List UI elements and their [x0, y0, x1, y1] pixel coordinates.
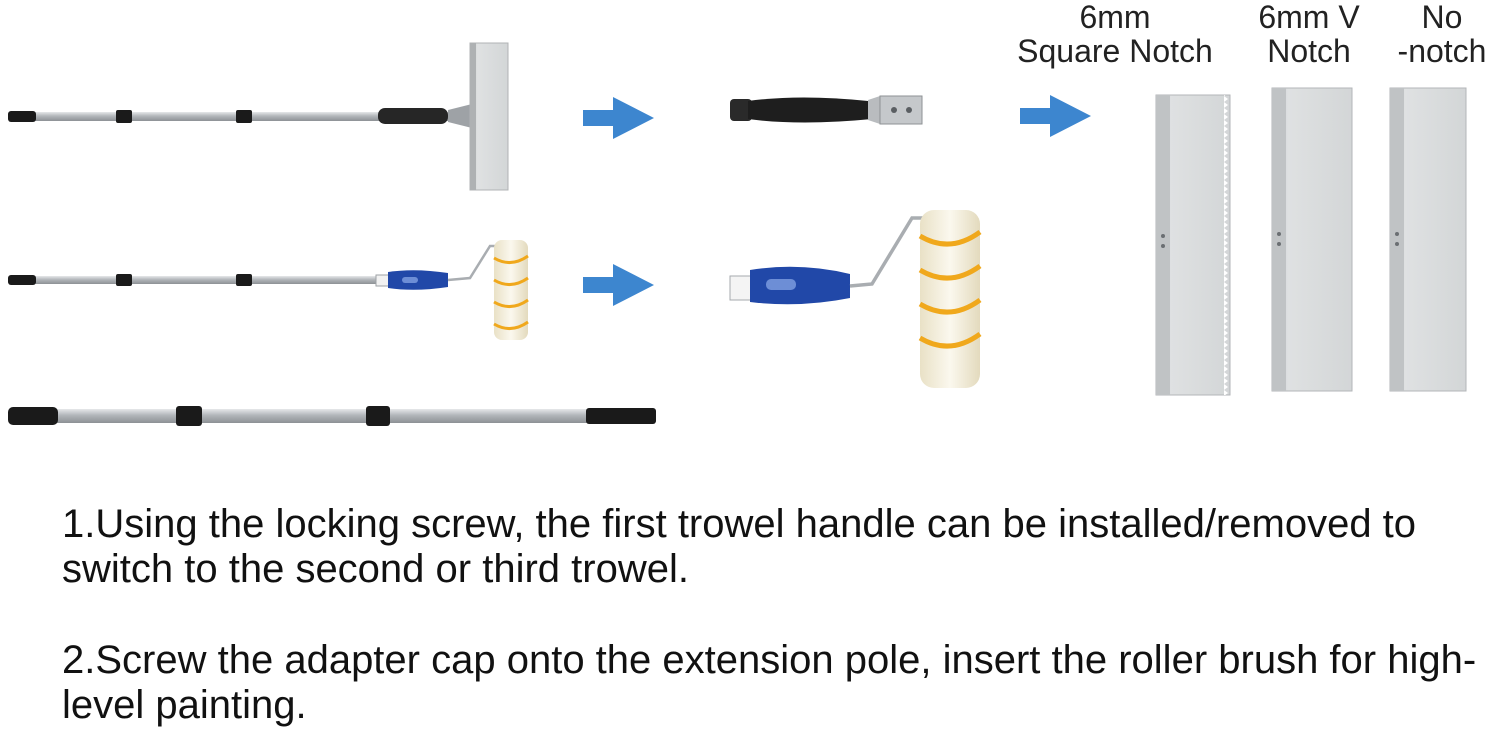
extension-pole: [8, 406, 656, 426]
label-square-notch: 6mm Square Notch: [1004, 0, 1226, 68]
trowel-no-notch: [1389, 87, 1467, 392]
label-v-notch: 6mm V Notch: [1244, 0, 1374, 68]
arrow-right-icon: [1020, 95, 1091, 137]
instruction-1: 1.Using the locking screw, the first tro…: [62, 502, 1417, 591]
pole-with-trowel: [8, 42, 509, 191]
label-no-notch-line1: No: [1421, 0, 1463, 35]
trowel-v-notch: [1271, 87, 1353, 392]
label-no-notch: No -notch: [1386, 0, 1498, 68]
arrow-right-icon: [583, 97, 654, 139]
label-square-notch-line1: 6mm: [1079, 0, 1151, 35]
label-square-notch-line2: Square Notch: [1017, 33, 1213, 69]
arrow-right-icon: [583, 264, 654, 306]
label-v-notch-line2: Notch: [1267, 33, 1351, 69]
trowel-handle: [730, 95, 923, 125]
label-v-notch-line1: 6mm V: [1258, 0, 1360, 35]
roller-brush: [729, 210, 982, 388]
instruction-2: 2.Screw the adapter cap onto the extensi…: [62, 638, 1477, 727]
pole-with-roller: [8, 240, 529, 340]
label-no-notch-line2: -notch: [1397, 33, 1487, 69]
trowel-square-notch: [1155, 94, 1231, 396]
